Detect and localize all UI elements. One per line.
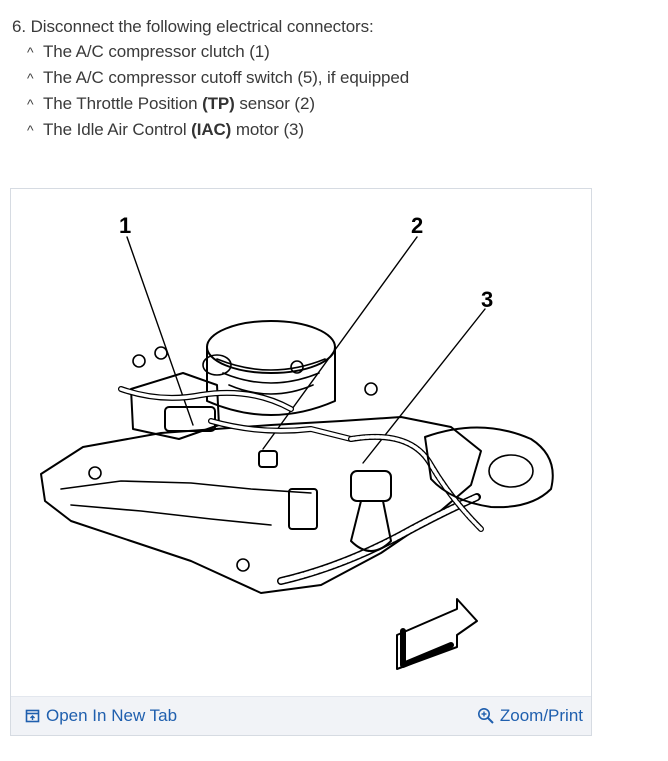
list-item-text-part: The Idle Air Control (43, 120, 192, 139)
list-item: ^ The A/C compressor clutch (1) (27, 39, 409, 65)
engine-diagram[interactable]: 1 2 3 (11, 189, 591, 697)
abbreviation-bold: (IAC) (191, 120, 232, 139)
list-item-text-part: sensor (2) (234, 94, 315, 113)
caret-bullet-icon: ^ (27, 70, 34, 86)
leader-line (126, 236, 194, 426)
list-item: ^ The Throttle Position (TP) sensor (2) (27, 91, 409, 117)
callout-label: 3 (481, 287, 493, 312)
list-item: ^ The A/C compressor cutoff switch (5), … (27, 65, 409, 91)
open-in-new-tab-label: Open In New Tab (46, 706, 178, 725)
connector-list: ^ The A/C compressor clutch (1) ^ The A/… (12, 39, 409, 143)
caret-bullet-icon: ^ (27, 44, 34, 60)
list-item-text: The A/C compressor clutch (1) (43, 39, 270, 64)
list-item-text-part: motor (3) (231, 120, 304, 139)
list-item-text-part: The A/C compressor cutoff switch (5), if… (43, 68, 410, 87)
abbreviation-bold: (TP) (202, 94, 235, 113)
zoom-print-label: Zoom/Print (499, 706, 583, 725)
list-item-text: The A/C compressor cutoff switch (5), if… (43, 65, 409, 90)
zoom-print-button[interactable]: Zoom/Print (477, 697, 583, 735)
list-item-text: The Throttle Position (TP) sensor (2) (43, 91, 315, 116)
instruction-step: 6. Disconnect the following electrical c… (12, 14, 409, 143)
step-heading: 6. Disconnect the following electrical c… (12, 17, 374, 36)
list-item-text: The Idle Air Control (IAC) motor (3) (43, 117, 304, 142)
open-in-new-tab-button[interactable]: Open In New Tab (25, 697, 177, 735)
caret-bullet-icon: ^ (27, 96, 34, 112)
magnifier-plus-icon (477, 708, 494, 724)
list-item-text-part: The Throttle Position (43, 94, 203, 113)
figure-toolbar: Open In New Tab Zoom/Print (11, 696, 591, 735)
callout-label: 1 (119, 213, 131, 238)
callout-label: 2 (411, 213, 423, 238)
engine-drawing (40, 320, 554, 670)
list-item: ^ The Idle Air Control (IAC) motor (3) (27, 117, 409, 143)
figure-container: 1 2 3 (10, 188, 592, 736)
caret-bullet-icon: ^ (27, 122, 34, 138)
list-item-text-part: The A/C compressor clutch (1) (43, 42, 270, 61)
open-external-icon (25, 709, 40, 723)
